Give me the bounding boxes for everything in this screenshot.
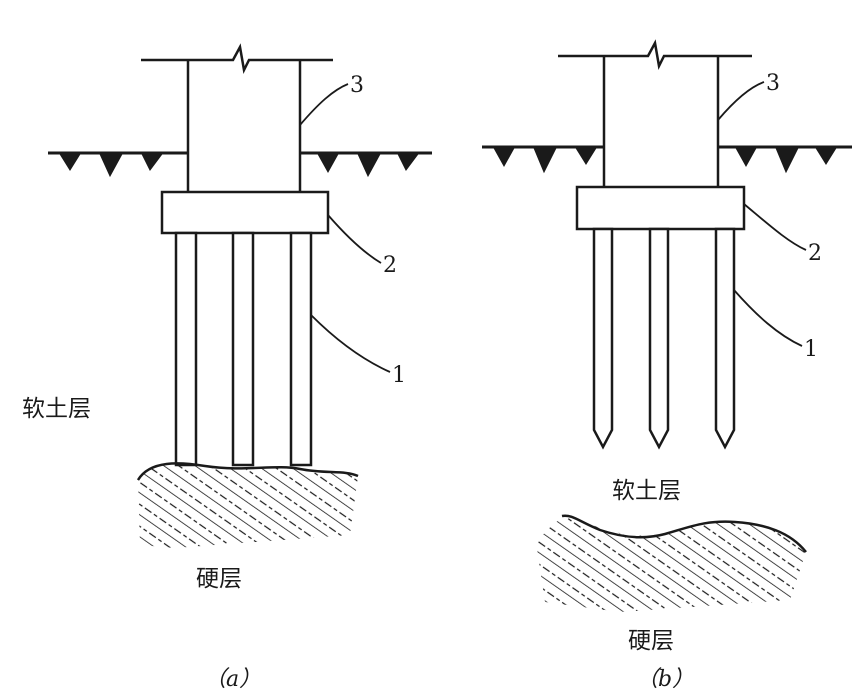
label-pile-b: 1 — [804, 337, 818, 362]
leader-pile-b — [733, 289, 803, 347]
label-column-b: 3 — [766, 71, 780, 96]
leader-column-a — [299, 83, 349, 126]
leader-pile-a — [310, 314, 391, 373]
ground-surface-a — [48, 151, 432, 178]
hard-layer-label-a: 硬层 — [196, 566, 242, 592]
pile-b-2 — [648, 227, 670, 450]
hard-layer-a-outline — [136, 462, 359, 481]
diagram-a: 3 2 1 软土层 硬层 （a） — [22, 43, 432, 692]
pile-a-2 — [231, 231, 255, 467]
piles-a — [174, 231, 313, 467]
leaders-a — [299, 83, 391, 373]
hard-layer-b — [536, 517, 806, 612]
ground-surface-b — [482, 145, 852, 174]
caption-a: （a） — [204, 667, 261, 692]
leader-cap-b — [743, 203, 807, 251]
soft-soil-label-a: 软土层 — [22, 396, 91, 422]
pile-a-3 — [289, 231, 313, 467]
column-break-line-a — [141, 43, 333, 74]
leader-cap-a — [327, 214, 382, 264]
hard-layer-b-outline — [561, 514, 807, 553]
column-break-line-b — [558, 39, 752, 70]
leader-column-b — [717, 81, 765, 121]
label-pile-a: 1 — [392, 363, 406, 388]
leaders-b — [717, 81, 807, 347]
hard-layer-a — [138, 463, 358, 548]
pile-a-1 — [174, 231, 198, 467]
pile-cap-a — [160, 190, 330, 235]
pile-cap-b — [575, 185, 746, 231]
label-column-a: 3 — [350, 73, 364, 98]
pile-b-1 — [592, 227, 614, 450]
piles-b — [592, 227, 736, 450]
pile-b-3 — [714, 227, 736, 450]
caption-b: （b） — [636, 667, 694, 692]
label-cap-b: 2 — [808, 241, 822, 266]
diagram-b: 3 2 1 软土层 硬层 （b） — [482, 39, 852, 692]
hard-layer-label-b: 硬层 — [628, 628, 674, 654]
label-cap-a: 2 — [383, 253, 397, 278]
soft-soil-label-b: 软土层 — [612, 478, 681, 504]
